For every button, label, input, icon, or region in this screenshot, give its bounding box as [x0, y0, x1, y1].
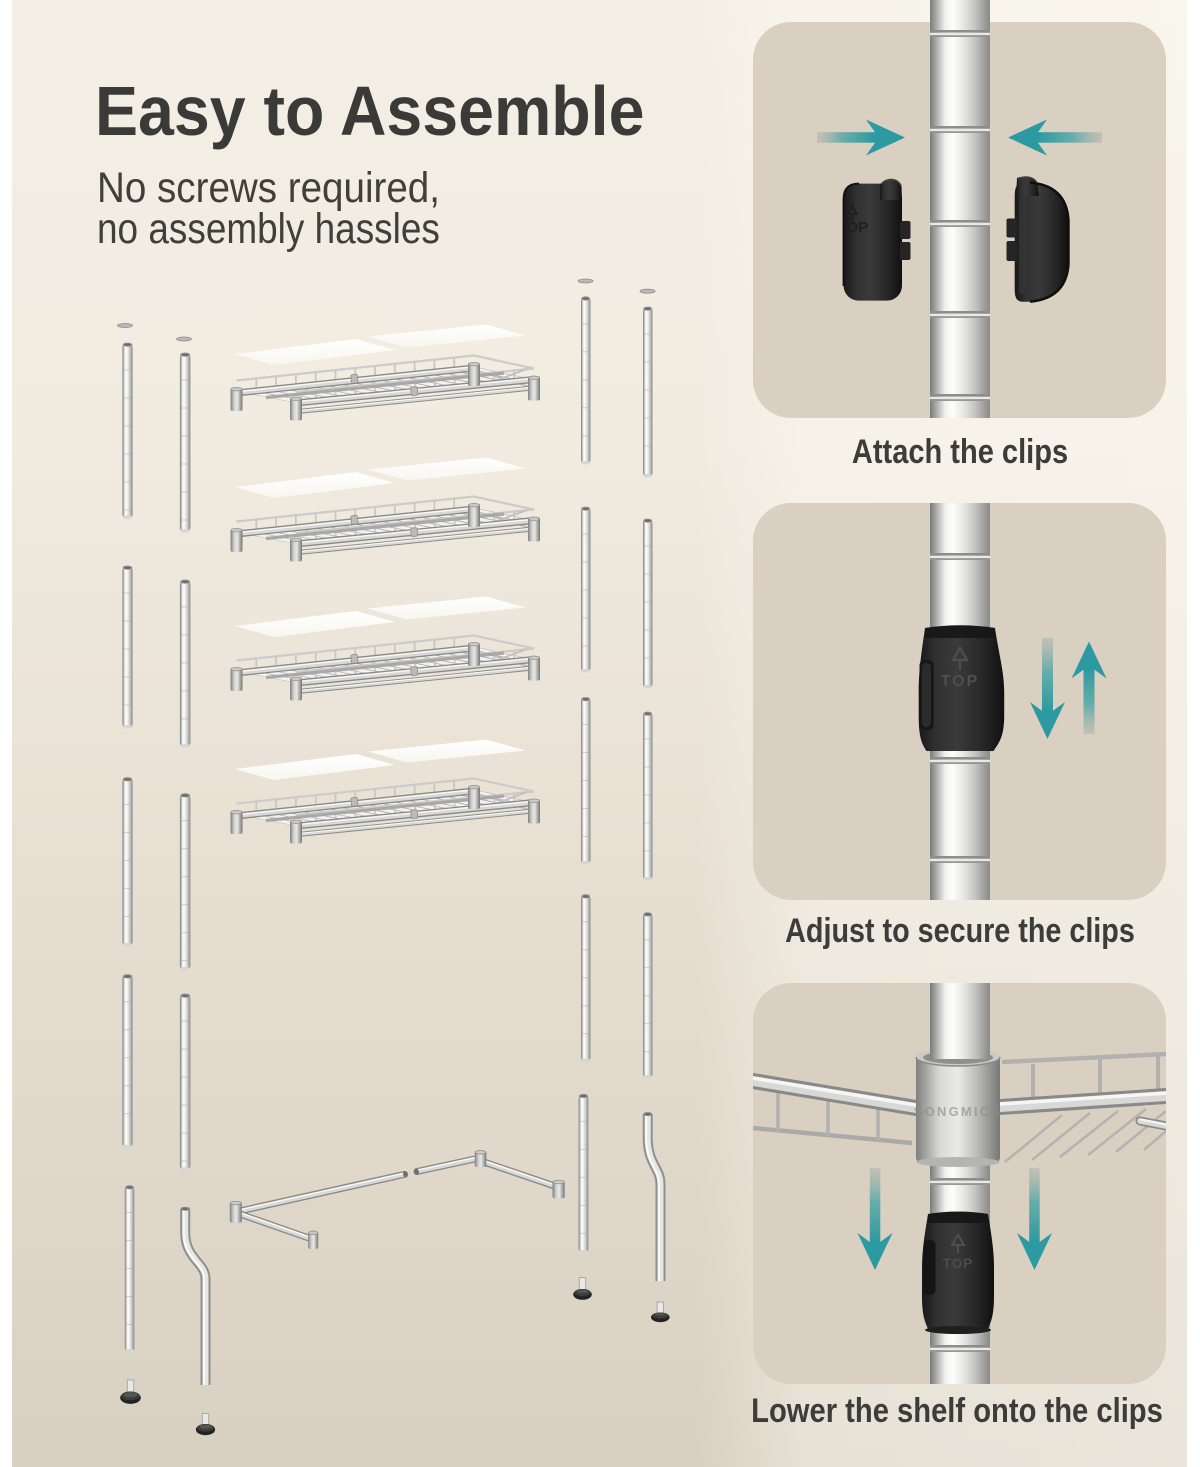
svg-text:TOP: TOP [943, 1256, 974, 1271]
svg-text:TOP: TOP [941, 673, 980, 690]
svg-text:SONGMICS: SONGMICS [914, 1104, 1002, 1119]
svg-text:TOP: TOP [838, 219, 869, 236]
